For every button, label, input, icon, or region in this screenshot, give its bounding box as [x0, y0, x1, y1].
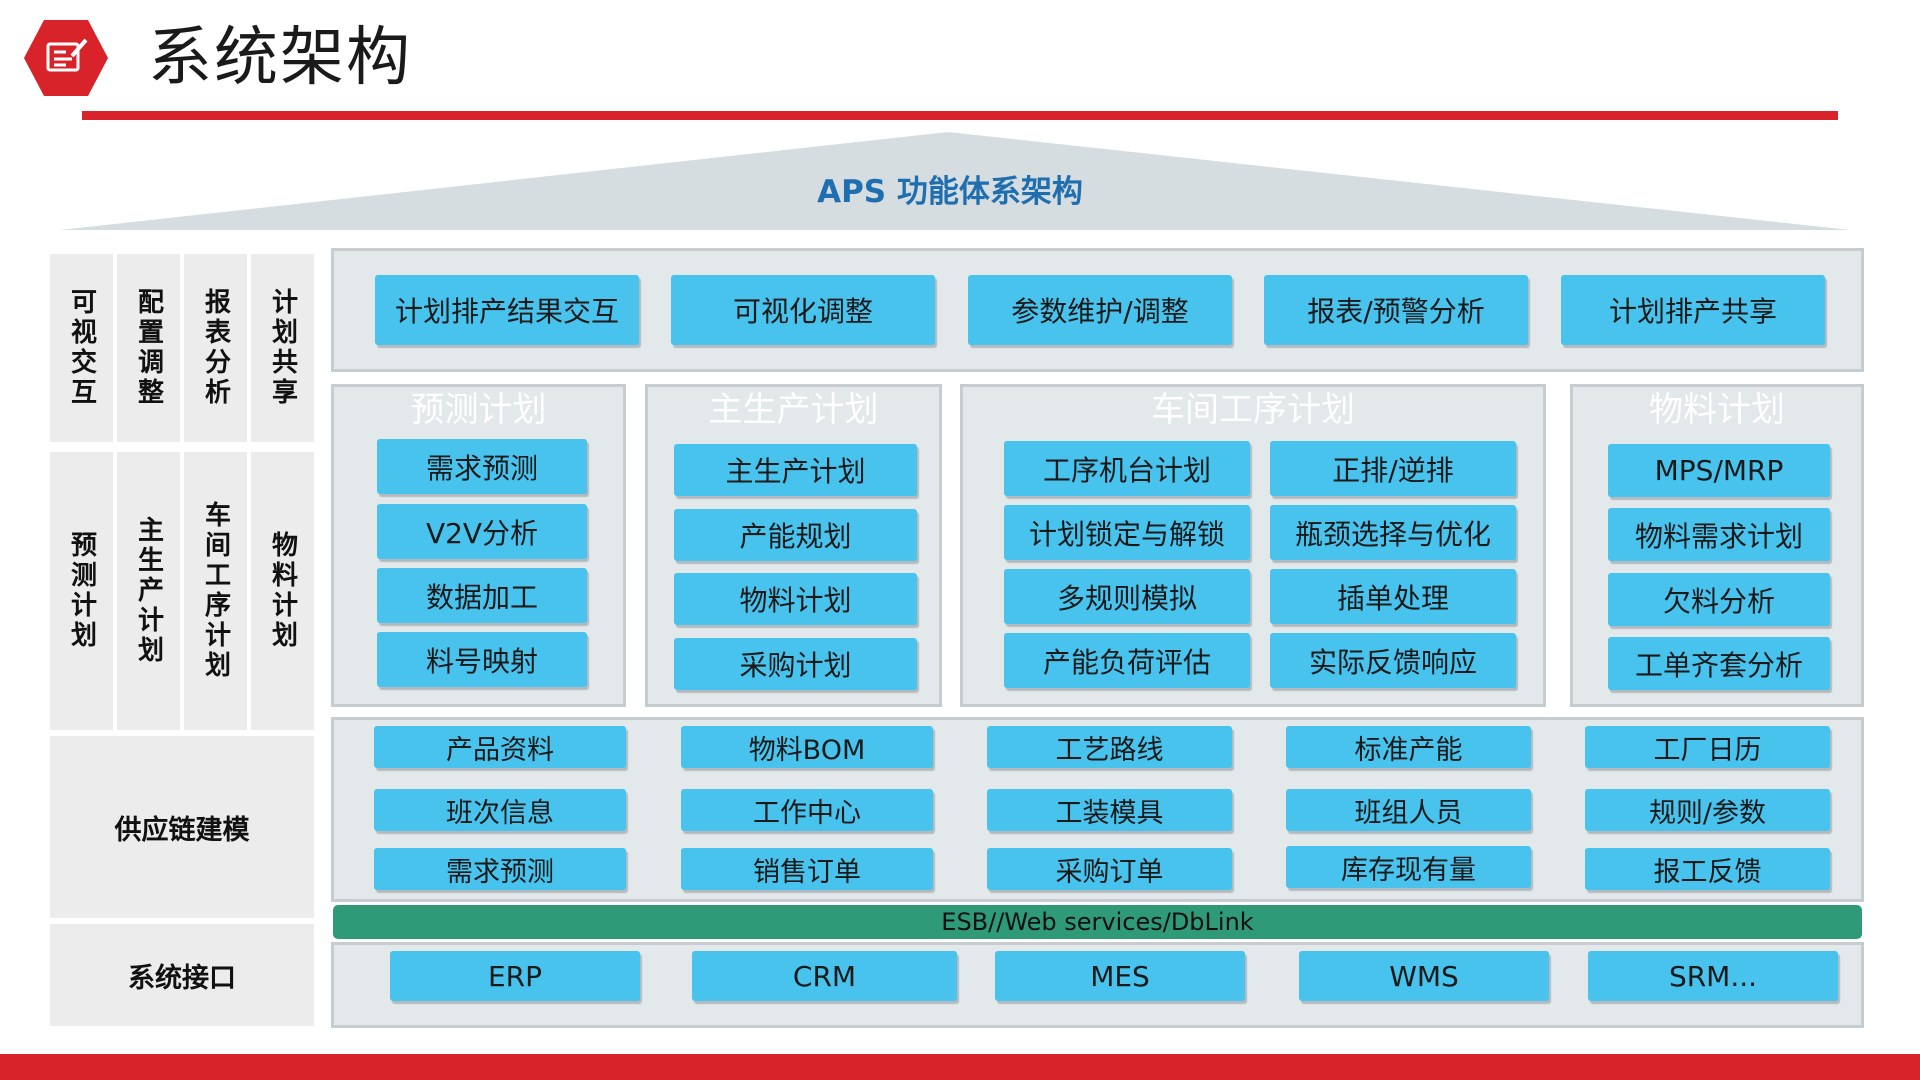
- supply-chain-item: 班组人员: [1286, 789, 1531, 831]
- left-cell-label: 可视交互: [66, 288, 97, 408]
- left-cell-master-plan: 主生产计划: [117, 452, 180, 730]
- forecast-item: 数据加工: [377, 568, 587, 623]
- supply-chain-item: 标准产能: [1286, 726, 1531, 768]
- master-plan-item: 主生产计划: [674, 444, 917, 496]
- left-cell-workshop-plan: 车间工序计划: [184, 452, 247, 730]
- left-cell-label: 物料计划: [267, 531, 298, 651]
- supply-chain-item: 工厂日历: [1585, 726, 1830, 768]
- panel-title: 物料计划: [1649, 390, 1785, 430]
- workshop-item: 计划锁定与解锁: [1004, 505, 1250, 560]
- supply-chain-item: 库存现有量: [1286, 846, 1531, 888]
- system-item-srm: SRM...: [1588, 951, 1838, 1001]
- material-plan-item: 物料需求计划: [1608, 508, 1830, 561]
- supply-chain-item: 班次信息: [374, 789, 626, 831]
- master-plan-item: 物料计划: [674, 573, 917, 625]
- workshop-item: 瓶颈选择与优化: [1270, 505, 1516, 560]
- left-cell-label: 预测计划: [66, 531, 97, 651]
- workshop-item: 多规则模拟: [1004, 569, 1250, 624]
- left-cell-material-plan: 物料计划: [251, 452, 314, 730]
- left-cell-label: 系统接口: [128, 962, 236, 994]
- left-cell-system-interface: 系统接口: [50, 924, 314, 1026]
- left-cell-label: 配置调整: [133, 288, 164, 408]
- workshop-item: 实际反馈响应: [1270, 633, 1516, 688]
- page-title: 系统架构: [148, 21, 412, 95]
- interaction-item: 计划排产结果交互: [375, 275, 639, 345]
- left-cell-visual-interaction: 可视交互: [50, 254, 113, 442]
- system-item-wms: WMS: [1299, 951, 1549, 1001]
- supply-chain-item: 工作中心: [681, 789, 933, 831]
- title-underline: [82, 111, 1838, 120]
- forecast-item: V2V分析: [377, 504, 587, 559]
- master-plan-item: 采购计划: [674, 638, 917, 690]
- roof-shape: [60, 132, 1850, 230]
- supply-chain-item: 采购订单: [987, 848, 1232, 890]
- left-cell-supply-chain-modeling: 供应链建模: [50, 736, 314, 918]
- left-cell-label: 主生产计划: [133, 516, 164, 666]
- supply-chain-item: 报工反馈: [1585, 848, 1830, 890]
- interaction-item: 计划排产共享: [1561, 275, 1825, 345]
- workshop-item: 工序机台计划: [1004, 441, 1250, 496]
- supply-chain-item: 工艺路线: [987, 726, 1232, 768]
- esb-bar: ESB//Web services/DbLink: [333, 905, 1862, 939]
- left-cell-label: 车间工序计划: [200, 501, 231, 681]
- architecture-title: APS 功能体系架构: [817, 174, 1083, 210]
- interaction-item: 参数维护/调整: [968, 275, 1232, 345]
- panel-title: 主生产计划: [708, 390, 879, 430]
- supply-chain-item: 需求预测: [374, 848, 626, 890]
- left-cell-report-analysis: 报表分析: [184, 254, 247, 442]
- supply-chain-item: 规则/参数: [1585, 789, 1830, 831]
- interaction-item: 报表/预警分析: [1264, 275, 1528, 345]
- supply-chain-item: 物料BOM: [681, 726, 933, 768]
- master-plan-item: 产能规划: [674, 509, 917, 561]
- left-cell-forecast-plan: 预测计划: [50, 452, 113, 730]
- left-cell-config-adjust: 配置调整: [117, 254, 180, 442]
- system-item-erp: ERP: [390, 951, 640, 1001]
- footer-bar: [0, 1054, 1920, 1080]
- workshop-item: 正排/逆排: [1270, 441, 1516, 496]
- interaction-item: 可视化调整: [671, 275, 935, 345]
- workshop-item: 产能负荷评估: [1004, 633, 1250, 688]
- material-plan-item: MPS/MRP: [1608, 444, 1830, 497]
- system-item-crm: CRM: [692, 951, 957, 1001]
- panel-title: 车间工序计划: [1151, 390, 1355, 430]
- panel-title: 预测计划: [410, 390, 547, 430]
- forecast-item: 需求预测: [377, 439, 587, 494]
- left-cell-plan-sharing: 计划共享: [251, 254, 314, 442]
- left-cell-label: 供应链建模: [114, 814, 250, 846]
- material-plan-item: 工单齐套分析: [1608, 637, 1830, 690]
- system-item-mes: MES: [995, 951, 1245, 1001]
- left-cell-label: 报表分析: [200, 288, 231, 408]
- supply-chain-item: 产品资料: [374, 726, 626, 768]
- workshop-item: 插单处理: [1270, 569, 1516, 624]
- forecast-item: 料号映射: [377, 632, 587, 687]
- notes-icon: [24, 20, 108, 96]
- supply-chain-item: 销售订单: [681, 848, 933, 890]
- left-cell-label: 计划共享: [267, 288, 298, 408]
- material-plan-item: 欠料分析: [1608, 573, 1830, 626]
- supply-chain-item: 工装模具: [987, 789, 1232, 831]
